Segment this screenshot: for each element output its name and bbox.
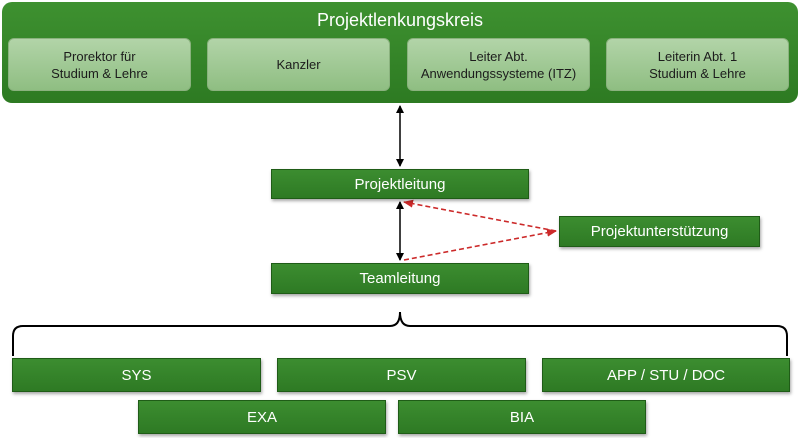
dashed-arrow-support-to-projektleitung: [403, 199, 557, 232]
member-prorektor[interactable]: Prorektor für Studium & Lehre: [8, 38, 191, 91]
member-leiterin-studium-lehre[interactable]: Leiterin Abt. 1 Studium & Lehre: [606, 38, 789, 91]
member-leiter-anwendungssysteme[interactable]: Leiter Abt. Anwendungssysteme (ITZ): [407, 38, 590, 91]
team-psv-box[interactable]: PSV: [277, 358, 526, 392]
team-app-stu-doc-box[interactable]: APP / STU / DOC: [542, 358, 790, 392]
team-lead-box[interactable]: Teamleitung: [271, 263, 529, 294]
member-kanzler[interactable]: Kanzler: [207, 38, 390, 91]
steering-committee-title: Projektlenkungskreis: [316, 10, 484, 30]
dashed-arrow-teamleitung-to-support: [403, 228, 557, 261]
team-sys-box[interactable]: SYS: [12, 358, 261, 392]
team-bia-box[interactable]: BIA: [398, 400, 646, 434]
project-support-box[interactable]: Projektunterstützung: [559, 216, 760, 247]
team-bracket: [12, 311, 788, 356]
team-exa-box[interactable]: EXA: [138, 400, 386, 434]
steering-committee: Projektlenkungskreis Prorektor für Studi…: [2, 2, 798, 103]
project-lead-box[interactable]: Projektleitung: [271, 169, 529, 199]
